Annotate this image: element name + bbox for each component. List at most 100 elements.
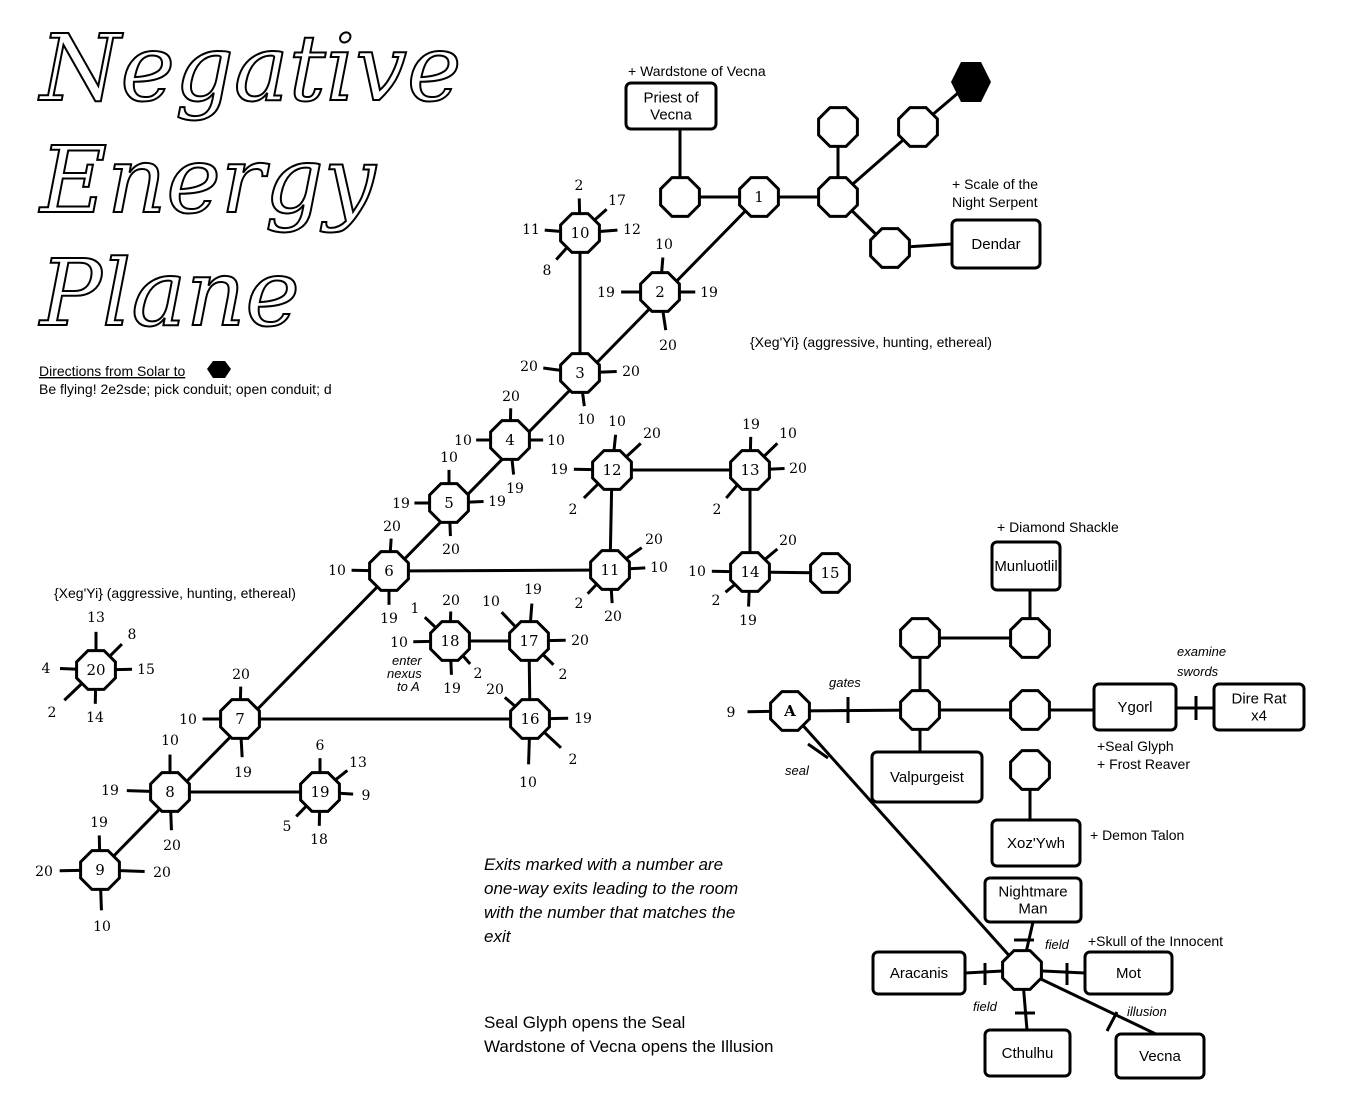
room-label: 19 [310,783,329,801]
mob-name: Xoz'Ywh [1007,835,1065,852]
mob-box-aracanis[interactable] [871,950,967,996]
room-unnamed[interactable] [817,106,859,148]
room-label: 18 [440,632,459,650]
item-demon-talon: + Demon Talon [1090,827,1184,843]
room-label: 2 [655,283,665,301]
exit-label: 10 [608,414,626,430]
room-12[interactable] [591,449,633,491]
room-7[interactable] [219,698,261,740]
mob-name: Munluotlil [994,558,1057,575]
room-label: 8 [165,783,175,801]
mob-name: Dire Rat [1231,691,1287,708]
exit-label: 11 [522,222,540,238]
exit-label: 10 [482,594,500,610]
room-17[interactable] [508,620,550,662]
mob-name: Ygorl [1117,699,1152,716]
mob-name: x4 [1251,708,1267,725]
exit-label: 20 [232,667,250,683]
mob-box-priest[interactable] [624,81,718,131]
exit-label: 19 [597,285,615,301]
exit-label: 19 [488,494,506,510]
room-label: 7 [235,710,245,728]
room-13[interactable] [729,449,771,491]
exit-label: 10 [547,433,565,449]
room-label: 6 [384,562,394,580]
room-unnamed[interactable] [869,227,911,269]
room-19[interactable] [299,771,341,813]
room-unnamed[interactable] [1009,749,1051,791]
room-18[interactable] [429,620,471,662]
exit-label: 2 [474,666,483,682]
room-14[interactable] [729,551,771,593]
room-unnamed[interactable] [817,176,859,218]
mob-box-dire_rat[interactable] [1212,682,1306,732]
black-hexagon-icon [951,62,991,102]
nexus-note: nexus [387,666,422,681]
exit-label: 19 [742,417,760,433]
exit-label: 19 [524,582,542,598]
mob-box-valpurgeist[interactable] [870,750,984,804]
mob-box-munluotlil[interactable] [990,540,1062,592]
exit-label: 2 [569,752,578,768]
exit-label: 5 [283,819,292,835]
exit-label: 19 [90,815,108,831]
exit-label: 13 [87,610,105,626]
exit-label: 1 [411,601,420,617]
room-16[interactable] [509,698,551,740]
mob-box-dendar[interactable] [950,218,1042,270]
room-4[interactable] [489,419,531,461]
mob-box-vecna[interactable] [1114,1032,1206,1080]
exit-label: 19 [550,462,568,478]
exit-label: 20 [659,338,677,354]
room-unnamed[interactable] [1009,617,1051,659]
illusion-note: Wardstone of Vecna opens the Illusion [484,1037,774,1056]
room-1[interactable] [738,176,780,218]
room-2[interactable] [639,271,681,313]
connection-line [788,709,1024,972]
room-label: A [783,702,796,720]
room-label: 12 [602,461,621,479]
exit-label: 20 [442,542,460,558]
room-unnamed[interactable] [1009,689,1051,731]
exit-label: 2 [569,502,578,518]
exit-label: 19 [739,613,757,629]
mob-box-ygorl[interactable] [1092,682,1178,732]
exits-note: one-way exits leading to the room [484,879,738,898]
exit-label: 20 [643,426,661,442]
room-6[interactable] [368,550,410,592]
mob-name: Cthulhu [1002,1045,1054,1062]
item-shackle: + Diamond Shackle [997,519,1119,535]
room-unnamed[interactable] [659,176,701,218]
item-wardstone: + Wardstone of Vecna [628,63,766,79]
room-A[interactable] [769,690,811,732]
room-5[interactable] [428,482,470,524]
room-3[interactable] [559,352,601,394]
room-15[interactable] [809,552,851,594]
mob-box-mot[interactable] [1083,950,1174,996]
room-8[interactable] [149,771,191,813]
exit-label: 20 [163,838,181,854]
room-10[interactable] [559,212,601,254]
room-unnamed[interactable] [1001,949,1043,991]
room-9[interactable] [79,849,121,891]
exit-label: 19 [380,611,398,627]
seal-note: Seal Glyph opens the Seal [484,1013,685,1032]
room-unnamed[interactable] [897,106,939,148]
exit-label: 8 [128,627,137,643]
mob-box-cthulhu[interactable] [983,1028,1072,1078]
room-20[interactable] [75,649,117,691]
mob-name: Vecna [650,107,692,124]
room-unnamed[interactable] [899,617,941,659]
exit-label: 4 [42,661,51,677]
exit-label: 20 [153,865,171,881]
mob-box-nightmare[interactable] [983,876,1083,924]
room-label: 17 [519,632,538,650]
connection-line [1021,968,1161,1038]
room-11[interactable] [589,549,631,591]
exit-label: 9 [362,788,371,804]
room-unnamed[interactable] [899,689,941,731]
mob-name: Nightmare [998,884,1067,901]
exit-label: 10 [577,412,595,428]
mob-box-xozywh[interactable] [990,818,1082,868]
